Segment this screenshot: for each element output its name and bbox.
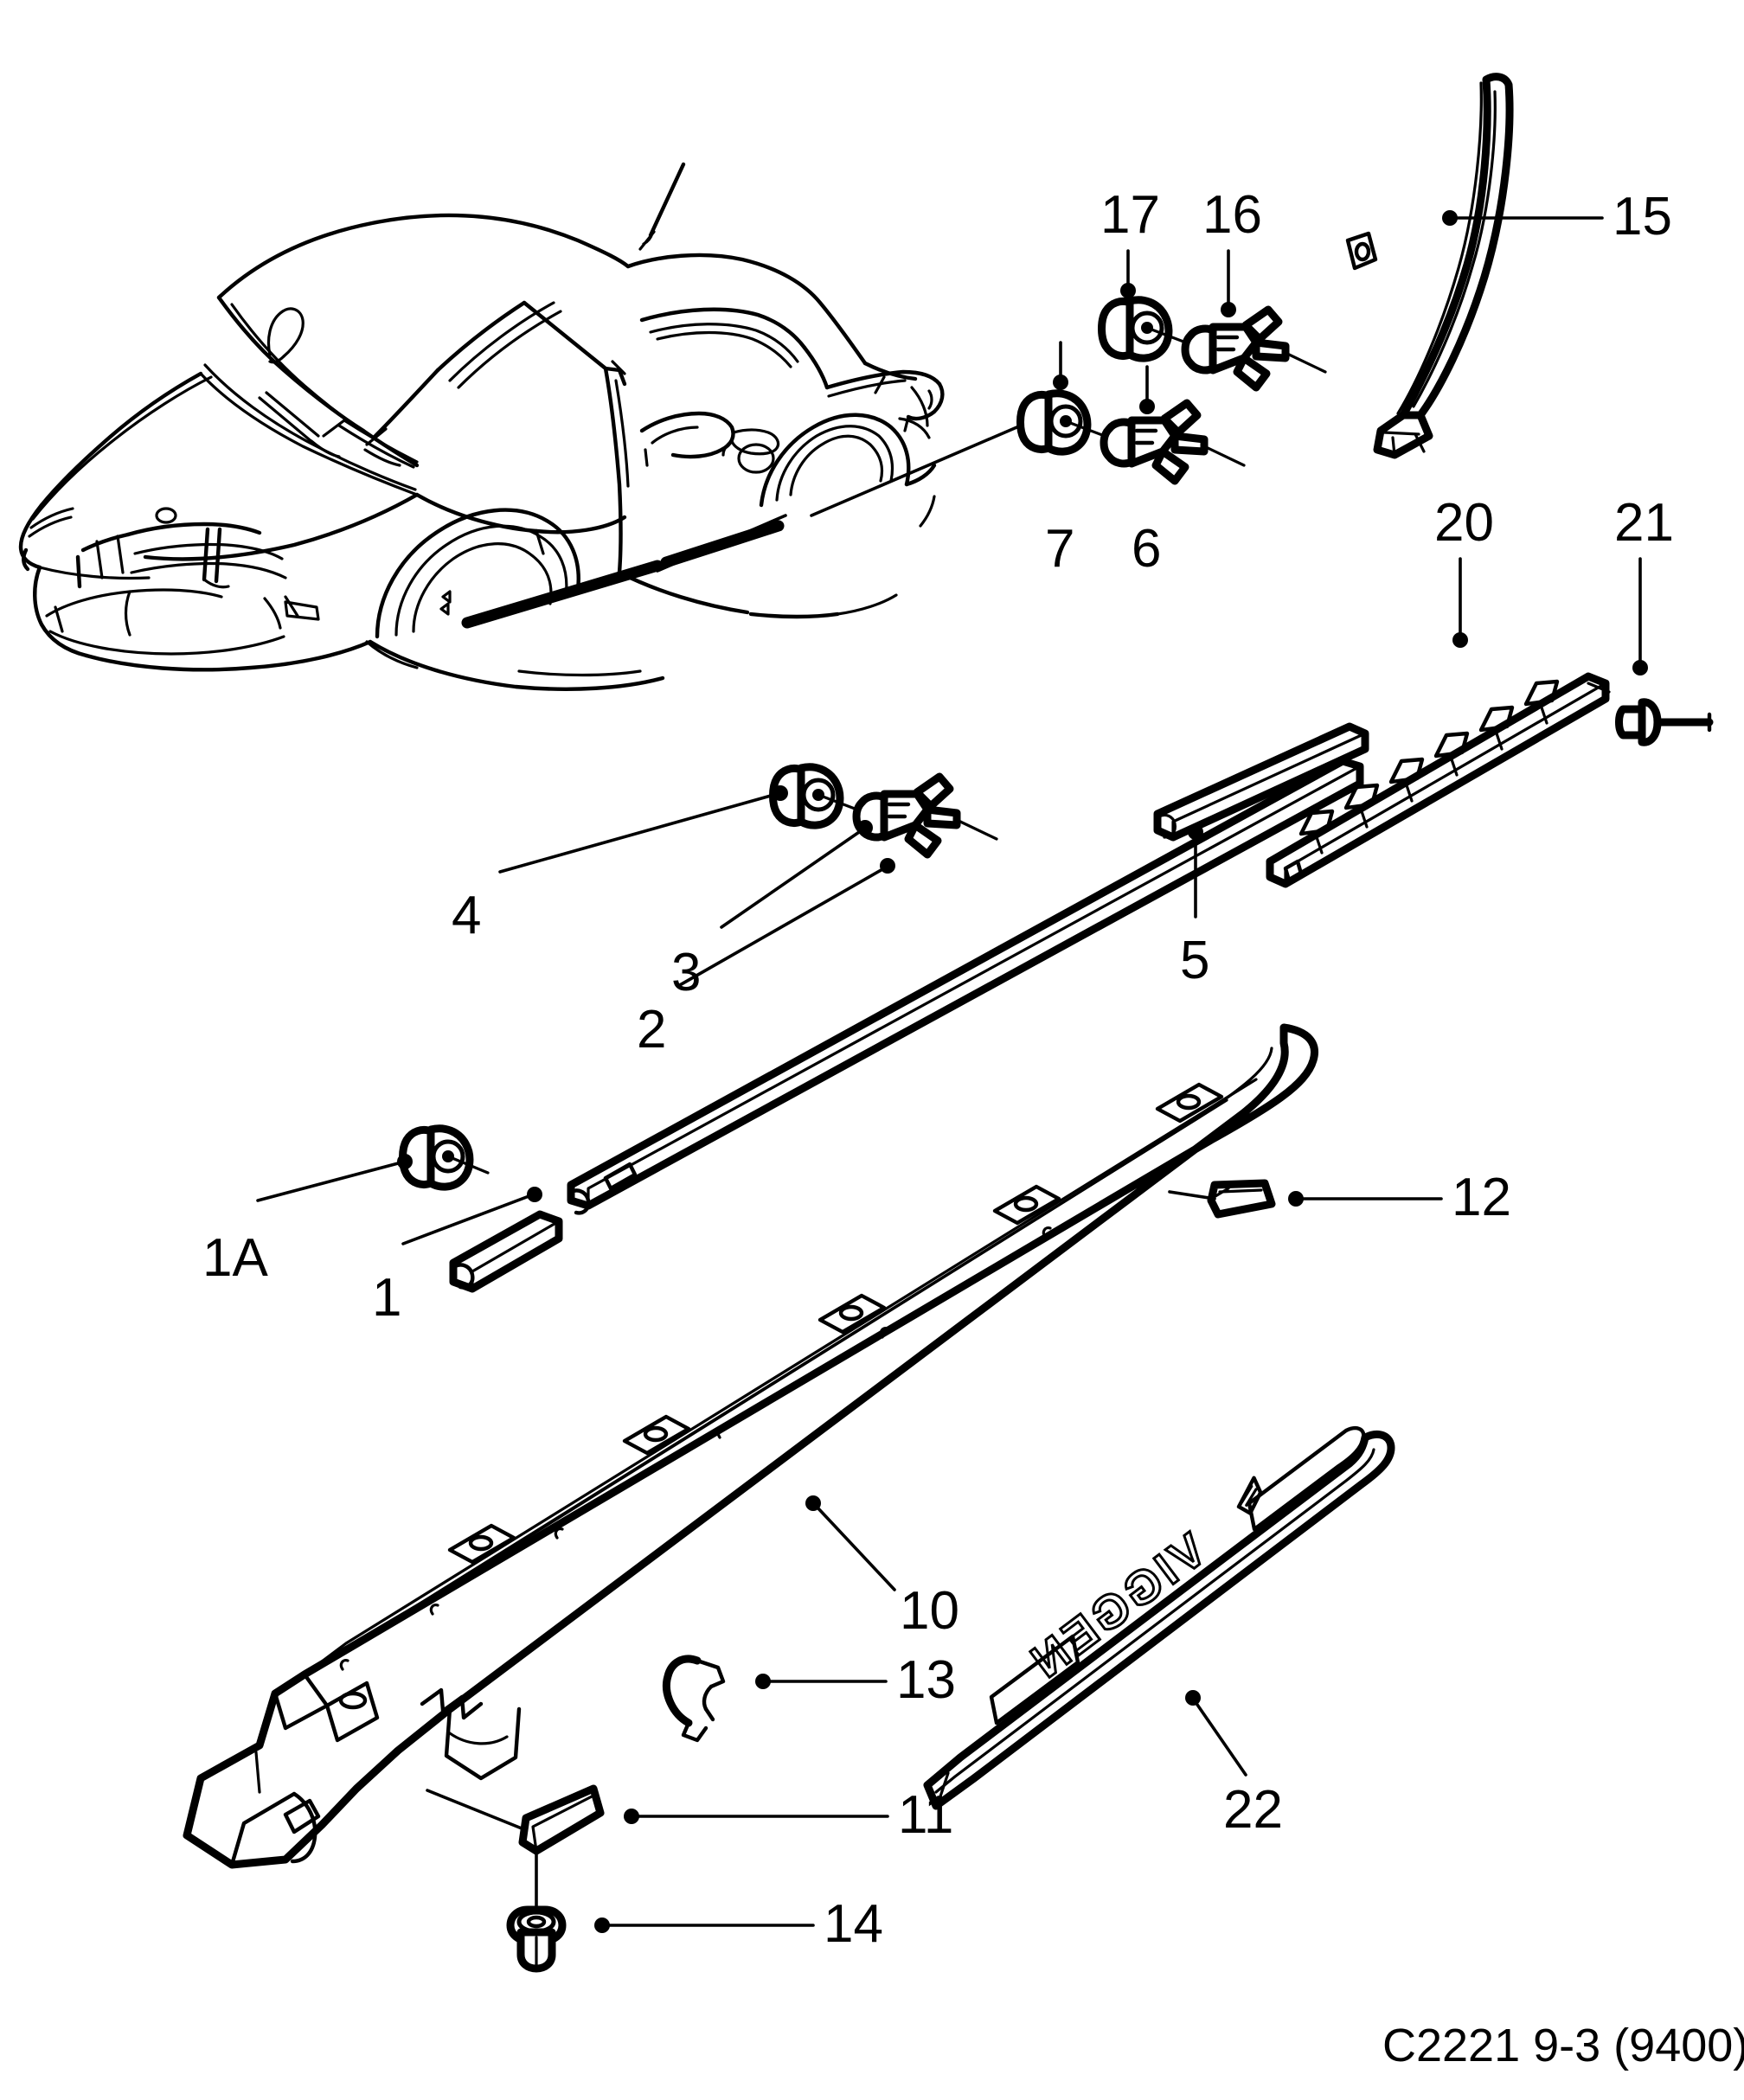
callout-17: 17 [1100,185,1160,245]
part-2-side-moulding [567,757,1364,1215]
callout-20: 20 [1434,493,1494,553]
part-5-front-moulding-end-cap [1153,722,1369,842]
part-14-grommet-nut [506,1849,567,1973]
part-20-clip-retainer-rail [1266,672,1611,888]
callout-12: 12 [1452,1168,1511,1227]
callout-1: 1 [372,1268,402,1328]
callout-15: 15 [1613,187,1672,246]
part-16-clip [1181,305,1327,392]
callout-13: 13 [896,1650,956,1710]
callout-3: 3 [671,943,702,1002]
callout-4: 4 [452,886,482,945]
leader-lines-vehicle [656,424,1023,573]
callout-2: 2 [637,1000,667,1060]
part-13-u-spring-clip [663,1655,726,1743]
part-7-grommet [1016,389,1111,456]
callout-6: 6 [1132,519,1162,579]
part-21-retainer-screw [1615,698,1714,746]
part-1A-grommet [399,1124,490,1191]
callout-7: 7 [1045,519,1075,579]
part-22-viggen-scuff-plate: VIGGEN [923,1426,1395,1810]
callout-14: 14 [824,1894,883,1954]
part-15-b-pillar-trim [1345,73,1514,459]
diagram-caption: C2221 9-3 (9400) [1382,2020,1744,2071]
vehicle-illustration [18,162,945,691]
part-17-grommet [1098,296,1192,362]
part-11-sill-end-cap [426,1784,605,1855]
part-10-rocker-sill-cover [183,1023,1318,1869]
callout-10: 10 [900,1581,959,1641]
part-1-moulding-end-cap [449,1210,563,1293]
callout-5: 5 [1180,931,1210,990]
callout-22: 22 [1223,1780,1283,1840]
callout-11: 11 [898,1785,954,1845]
callout-16: 16 [1202,185,1262,245]
callout-leaders [256,210,1648,1933]
callout-21: 21 [1614,493,1674,553]
callout-1A: 1A [202,1228,268,1288]
part-6-clip [1100,399,1246,485]
part-12-sill-cover-cap [1168,1179,1276,1219]
part-3-clip [852,772,998,859]
